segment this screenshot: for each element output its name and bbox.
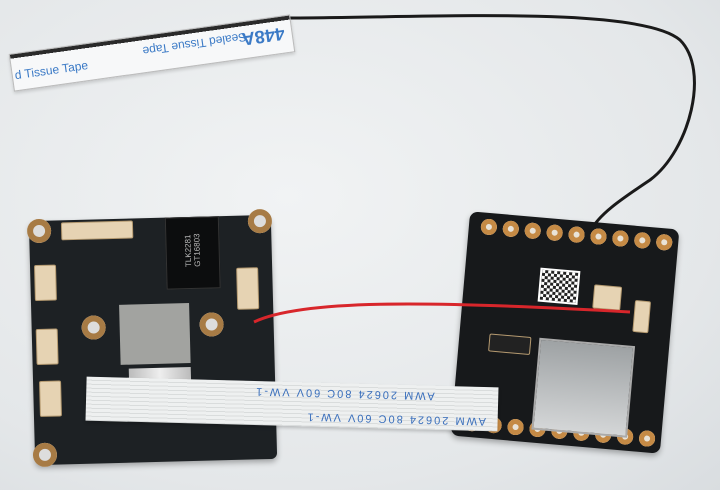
ribbon-print-1: AWM 20624 80C 60V VW-1 bbox=[254, 385, 435, 402]
red-wire bbox=[253, 302, 631, 324]
ribbon-print-2: AWM 20624 80C 60V VW-1 bbox=[305, 410, 487, 428]
antenna-wire bbox=[287, 14, 696, 233]
